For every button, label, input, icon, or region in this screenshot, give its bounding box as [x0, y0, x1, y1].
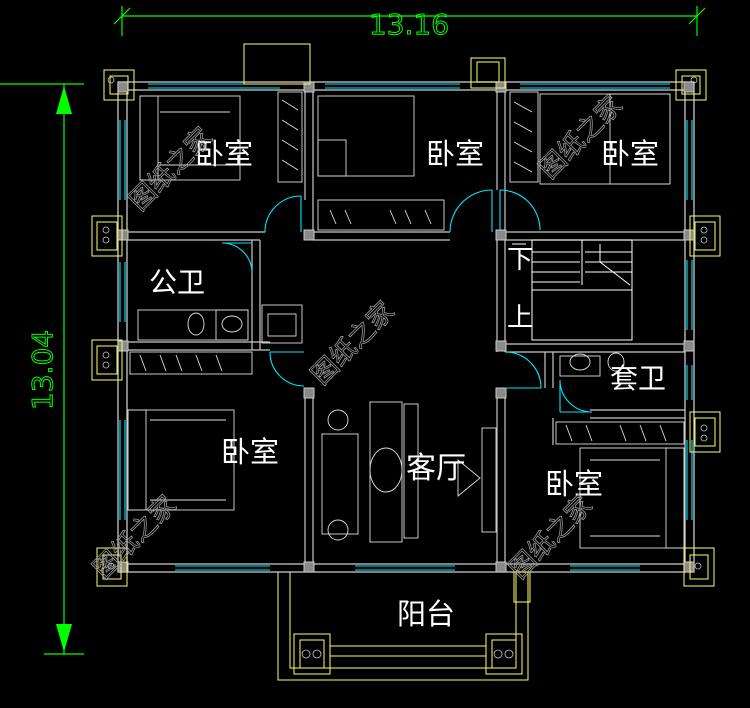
height-dimension-label: 13.04 [26, 330, 59, 410]
room-label-suite-bath: 套卫 [610, 362, 666, 395]
furniture [127, 91, 685, 549]
top-dimension [113, 6, 706, 36]
doors [221, 189, 593, 413]
exterior-pilasters [91, 43, 721, 681]
structural-columns [117, 81, 695, 573]
stair-down-label: 下 [507, 245, 533, 275]
room-label-bedroom-top-left: 卧室 [195, 137, 253, 171]
room-label-balcony: 阳台 [397, 597, 455, 631]
watermark-3: 图纸之家 [306, 296, 401, 391]
staircase [512, 239, 633, 341]
outer-walls [117, 81, 695, 573]
interior-walls [127, 90, 685, 564]
room-label-bedroom-top-right: 卧室 [601, 137, 659, 171]
dimension-arrow-bottom [56, 624, 72, 652]
dimension-arrow-top [56, 86, 72, 114]
watermark-4: 图纸之家 [88, 490, 183, 585]
room-label-bedroom-bottom-right: 卧室 [545, 467, 603, 501]
room-label-living-room: 客厅 [406, 451, 466, 486]
room-label-bedroom-top-middle: 卧室 [426, 137, 484, 171]
pilaster-ornaments [102, 76, 708, 659]
stair-up-label: 上 [507, 303, 533, 333]
room-label-bedroom-bottom-left: 卧室 [221, 435, 279, 469]
room-label-public-bath: 公卫 [149, 266, 205, 299]
watermark-5: 图纸之家 [504, 490, 599, 585]
room-labels: 卧室 卧室 卧室 公卫 下 上 套卫 卧室 客厅 卧室 阳台 [149, 137, 666, 631]
left-dimension [0, 83, 84, 655]
windows [119, 83, 693, 571]
width-dimension-label: 13.16 [369, 8, 449, 41]
